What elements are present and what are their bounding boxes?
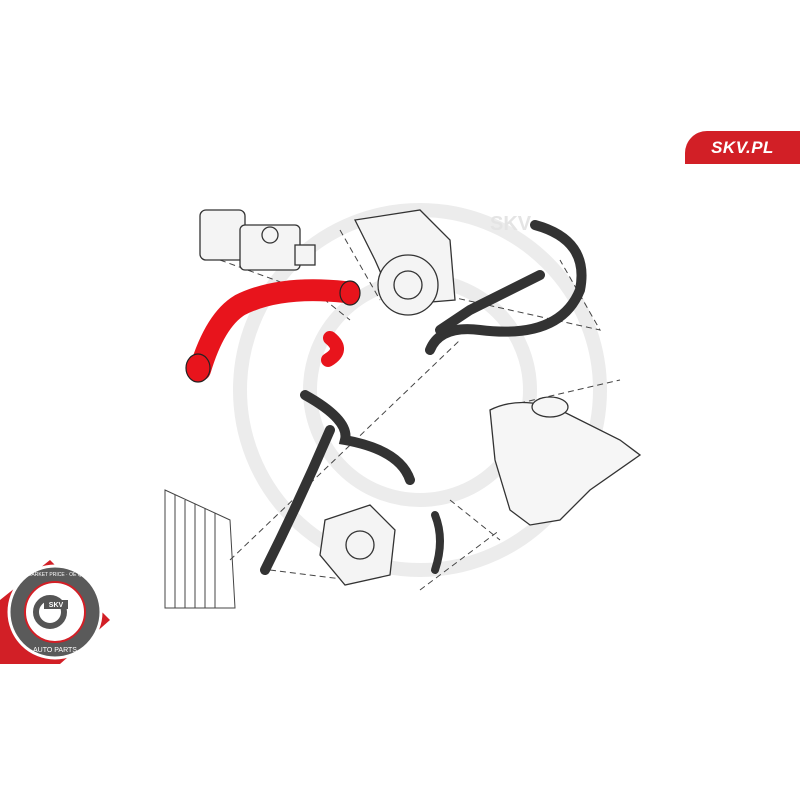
egr-valve-part [199, 209, 316, 271]
highlighted-coolant-hose[interactable] [189, 279, 356, 381]
expansion-tank-part [489, 396, 642, 526]
hose-clamp-icon [185, 280, 361, 383]
badge-top-text: AFTERMARKET PRICE · OE QUALITY [11, 572, 100, 578]
thermostat-housing-part [319, 504, 396, 586]
small-hose-part [431, 511, 444, 574]
badge-bottom-text: AUTO PARTS [33, 647, 77, 654]
skv-auto-parts-badge: SKV AFTERMARKET PRICE · OE QUALITY AUTO … [0, 560, 110, 664]
upper-hose-part [425, 220, 587, 355]
watermark-text: SKV [490, 213, 532, 235]
skv-pl-logo-tab[interactable]: SKV.PL [685, 131, 800, 164]
brand-label: SKV.PL [711, 137, 774, 157]
lower-hose-part [260, 390, 415, 575]
water-pump-part [354, 209, 456, 316]
badge-center-text: SKV [49, 602, 64, 609]
radiator-part [164, 489, 236, 609]
